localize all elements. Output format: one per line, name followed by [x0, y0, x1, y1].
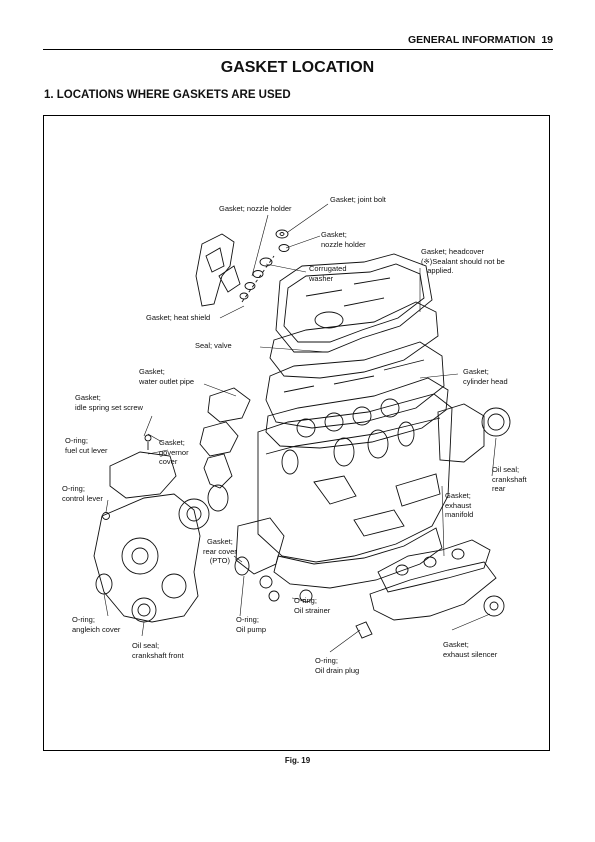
label-gasket-cylinder-head: Gasket; cylinder head: [463, 367, 508, 386]
label-gasket-water-outlet-pipe: Gasket; water outlet pipe: [139, 367, 195, 386]
engine-exploded-diagram: [93, 203, 511, 653]
label-oring-control-lever: O-ring; control lever: [62, 484, 103, 503]
running-header: GENERAL INFORMATION 19: [408, 34, 553, 46]
label-oring-angleich-cover: O-ring; angleich cover: [72, 615, 121, 634]
label-oring-oil-pump: O-ring; Oil pump: [236, 615, 267, 634]
label-gasket-rear-cover-pto: Gasket; rear cover (PTO): [203, 537, 237, 565]
label-oring-oil-strainer: O-ring; Oil strainer: [294, 596, 331, 615]
label-gasket-governor-cover: Gasket; governor cover: [159, 438, 189, 466]
label-gasket-idle-spring-set-screw: Gasket; idle spring set screw: [75, 393, 143, 412]
header-section-title: GENERAL INFORMATION: [407, 34, 536, 46]
label-gasket-nozzle-holder-top: Gasket; nozzle holder: [219, 204, 292, 213]
label-seal-valve: Seal; valve: [195, 341, 232, 350]
header-rule: [43, 49, 553, 50]
figure-caption: Fig. 19: [284, 756, 311, 765]
label-oring-fuel-cut-lever: O-ring; fuel cut lever: [65, 436, 108, 455]
label-oil-seal-crankshaft-rear: Oil seal; crankshaft rear: [492, 465, 527, 493]
page-number: 19: [541, 34, 553, 46]
label-oil-seal-crankshaft-front: Oil seal; crankshaft front: [132, 641, 184, 660]
section-heading: 1. LOCATIONS WHERE GASKETS ARE USED: [44, 89, 291, 101]
label-gasket-nozzle-holder: Gasket; nozzle holder: [321, 230, 366, 249]
figure-frame: [43, 115, 550, 751]
page-title: GASKET LOCATION: [220, 59, 375, 76]
label-corrugated-washer: Corrugated washer: [309, 264, 347, 283]
label-oring-oil-drain-plug: O-ring; Oil drain plug: [315, 656, 360, 675]
label-gasket-joint-bolt: Gasket; joint bolt: [330, 195, 386, 204]
label-gasket-heat-shield: Gasket; heat shield: [146, 313, 211, 322]
label-gasket-exhaust-manifold: Gasket; exhaust manifold: [445, 491, 474, 519]
label-gasket-exhaust-silencer: Gasket; exhaust silencer: [443, 640, 498, 659]
label-gasket-headcover: Gasket; headcover (※)Sealant should not …: [421, 247, 505, 275]
